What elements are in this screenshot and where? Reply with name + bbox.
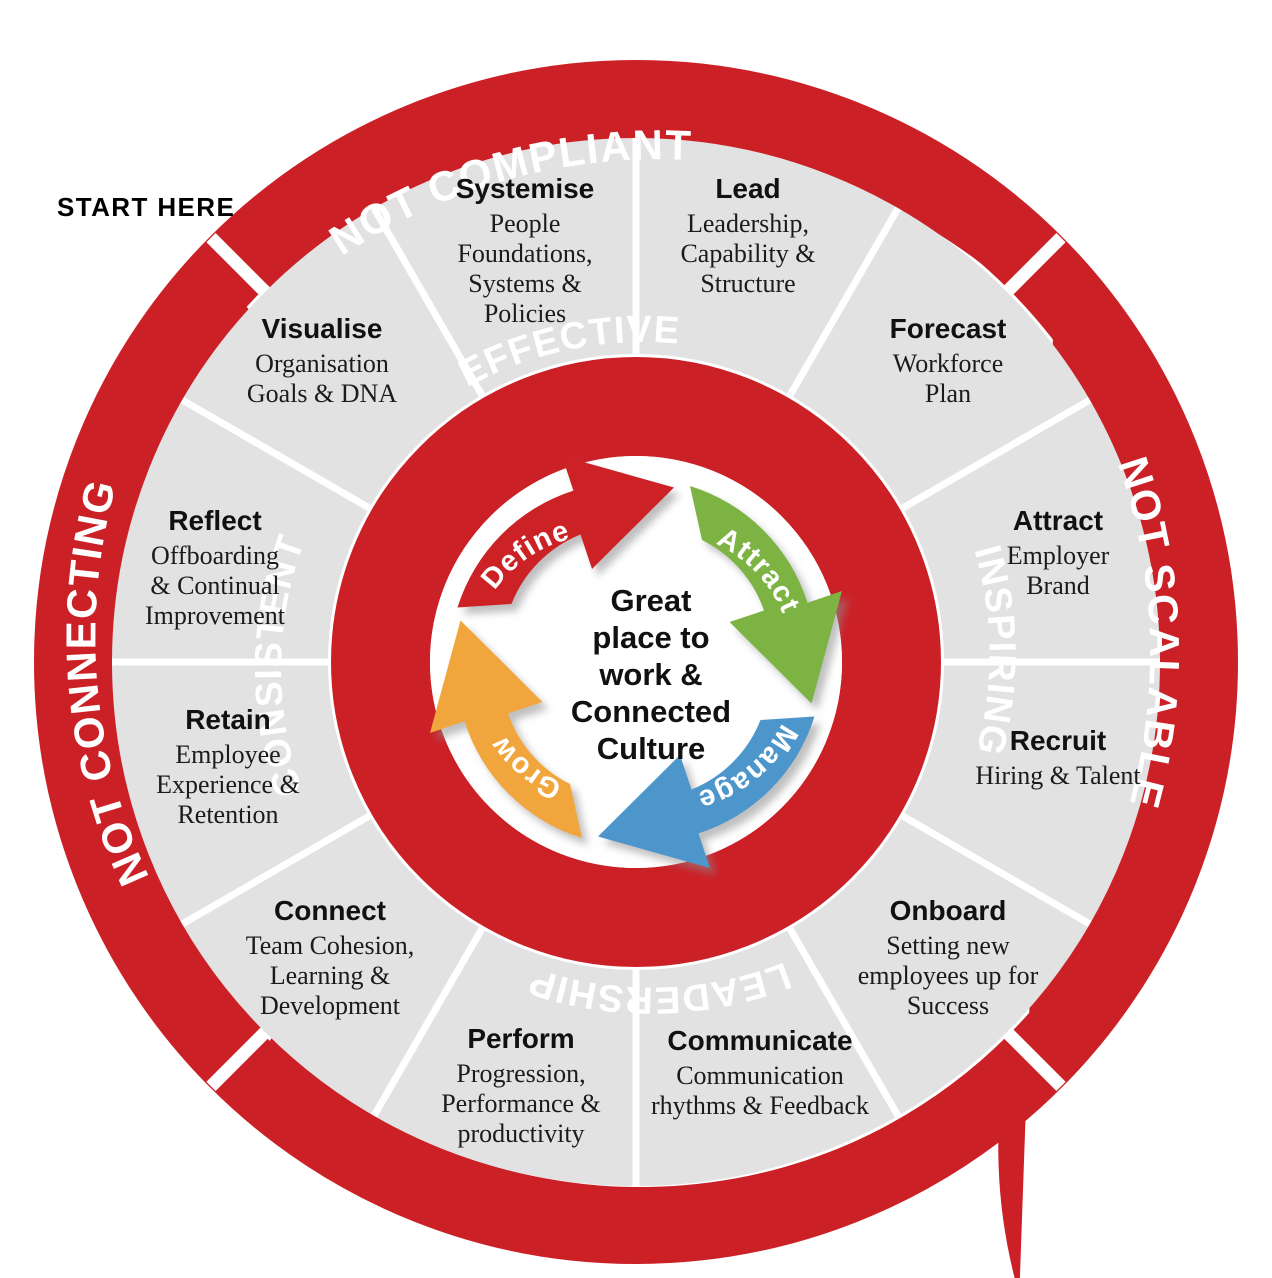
segment-title: Connect [274,895,386,926]
segment-title: Lead [715,173,780,204]
hub-arrow-define[interactable] [457,456,675,608]
segment-desc-line: Team Cohesion, [246,931,415,960]
outer-ring-gap-nw [206,233,272,299]
segment-desc-line: Structure [700,269,795,298]
segment-desc-line: & Continual [150,571,279,600]
segment-connect[interactable]: Connect Team Cohesion, Learning & Develo… [246,895,415,1020]
hub-arrow-manage[interactable] [598,716,815,869]
segment-desc-line: Capability & [680,239,815,268]
segment-desc-line: employees up for [858,961,1039,990]
segment-communicate[interactable]: Communicate Communication rhythms & Feed… [651,1025,869,1120]
segment-visualise[interactable]: Visualise Organisation Goals & DNA [247,313,397,408]
segment-desc-line: Foundations, [457,239,592,268]
segment-perform[interactable]: Perform Progression, Performance & produ… [441,1023,601,1148]
outer-ring-gap-sw [206,1025,272,1091]
segment-desc-line: Progression, [456,1059,585,1088]
hub-text-line: place to [592,620,709,655]
segment-desc-line: Workforce [893,349,1004,378]
segment-desc-line: Setting new [886,931,1010,960]
segment-desc-line: rhythms & Feedback [651,1091,869,1120]
segment-desc-line: Learning & [270,961,391,990]
segment-desc-line: Offboarding [151,541,279,570]
segment-desc-line: Employee [175,740,280,769]
segment-title: Visualise [262,313,383,344]
segment-desc-line: Leadership, [687,209,809,238]
segment-desc-line: Goals & DNA [247,379,397,408]
segment-desc-line: Employer [1007,541,1110,570]
hub-text-line: work & [598,657,702,692]
hub-text-line: Connected [571,694,731,729]
segment-desc-line: Success [907,991,989,1020]
segment-desc-line: Improvement [145,601,286,630]
segment-desc-line: Retention [177,800,278,829]
start-here-label: START HERE [57,192,235,222]
hub-text-line: Culture [597,731,706,766]
segment-desc-line: Plan [925,379,971,408]
inner-ring [331,357,941,967]
segment-lead[interactable]: Lead Leadership, Capability & Structure [680,173,815,298]
segment-desc-line: Systems & [468,269,581,298]
segment-desc-line: Organisation [255,349,389,378]
outer-ring-gap-ne [1000,233,1066,299]
segment-title: Communicate [667,1025,852,1056]
segment-title: Forecast [890,313,1007,344]
segment-onboard[interactable]: Onboard Setting new employees up for Suc… [858,895,1039,1020]
segment-desc-line: Performance & [441,1089,601,1118]
segment-systemise[interactable]: Systemise People Foundations, Systems & … [456,173,595,328]
segment-retain[interactable]: Retain Employee Experience & Retention [156,704,300,829]
middle-ring [112,138,1160,1186]
segment-forecast[interactable]: Forecast Workforce Plan [890,313,1007,408]
segment-desc-line: productivity [457,1119,584,1148]
segment-desc-line: Experience & [156,770,300,799]
segment-title: Reflect [168,505,261,536]
segment-labels: Systemise People Foundations, Systems & … [145,173,1141,1148]
segment-title: Attract [1013,505,1103,536]
outer-ring-gap-se [1000,1025,1066,1091]
segment-title: Onboard [890,895,1007,926]
segment-reflect[interactable]: Reflect Offboarding & Continual Improvem… [145,505,286,630]
hub-center-text: Great place to work & Connected Culture [571,583,731,766]
segment-desc-line: Communication [676,1061,844,1090]
segment-title: Systemise [456,173,595,204]
segment-title: Perform [467,1023,574,1054]
segment-desc-line: Policies [484,299,566,328]
hub-arrow-grow[interactable] [430,620,582,839]
hub-arrow-attract[interactable] [690,486,842,704]
hub-text-line: Great [611,583,692,618]
segment-recruit[interactable]: Recruit Hiring & Talent [975,725,1141,790]
segment-desc-line: Hiring & Talent [975,761,1141,790]
segment-attract[interactable]: Attract Employer Brand [1007,505,1110,600]
segment-desc-line: Development [260,991,401,1020]
segment-desc-line: Brand [1026,571,1090,600]
segment-desc-line: People [490,209,561,238]
hub-arrows [430,456,842,868]
segment-title: Recruit [1010,725,1106,756]
outer-ring-clean [34,60,1238,1264]
segment-title: Retain [185,704,271,735]
